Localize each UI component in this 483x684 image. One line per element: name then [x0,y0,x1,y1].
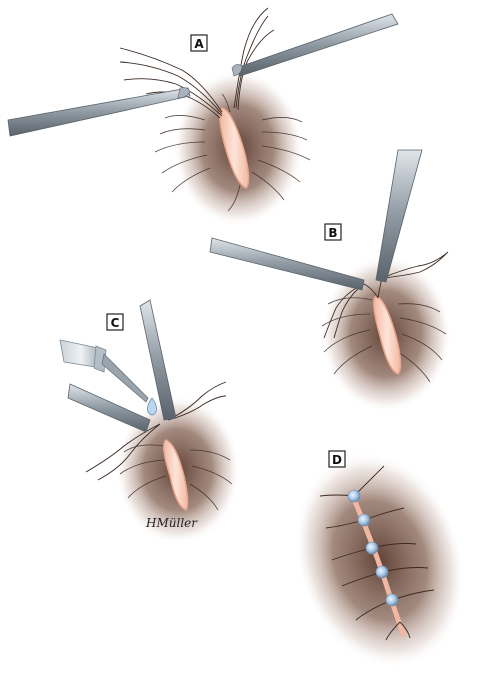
panel-label-a: A [190,34,208,52]
panel-a: A [7,7,399,226]
artist-signature: HMüller [145,516,198,530]
panel-c: HMüller C [59,299,240,544]
glue-knot-icon [347,489,361,503]
panel-d: D [294,450,466,668]
hair-bundle-right-a [233,7,275,111]
wound-c [163,439,189,511]
forceps-right-c [139,299,177,421]
glue-knot-icon [357,513,371,527]
glue-drop-icon [147,397,157,416]
wound-b [373,295,402,375]
panel-label-c-text: C [111,316,120,330]
hair-bundle-left-a [119,47,223,119]
forceps-right-b [375,149,423,283]
hair-strands-b [321,297,447,383]
panel-label-c: C [106,313,124,331]
forceps-left-b [209,237,365,291]
glue-knot-icon [365,541,379,555]
panel-label-d: D [328,450,346,468]
panel-b: B [209,149,451,412]
panel-label-b-text: B [328,226,337,240]
hair-twist-c [85,381,227,481]
panel-label-b: B [324,223,342,241]
panel-label-a-text: A [194,37,204,51]
glue-knot-icon [385,593,399,607]
glue-knots-d [347,489,399,607]
panel-label-d-text: D [332,453,342,467]
glue-applicator-c [59,339,149,403]
wound-a [219,107,250,189]
forceps-left-a [7,87,191,137]
forceps-right-a [231,13,399,77]
glue-knot-icon [375,565,389,579]
hair-strands-c [119,444,233,511]
hair-twist-b [323,251,449,339]
forceps-left-c [67,383,151,433]
hair-strands-a [154,93,311,212]
